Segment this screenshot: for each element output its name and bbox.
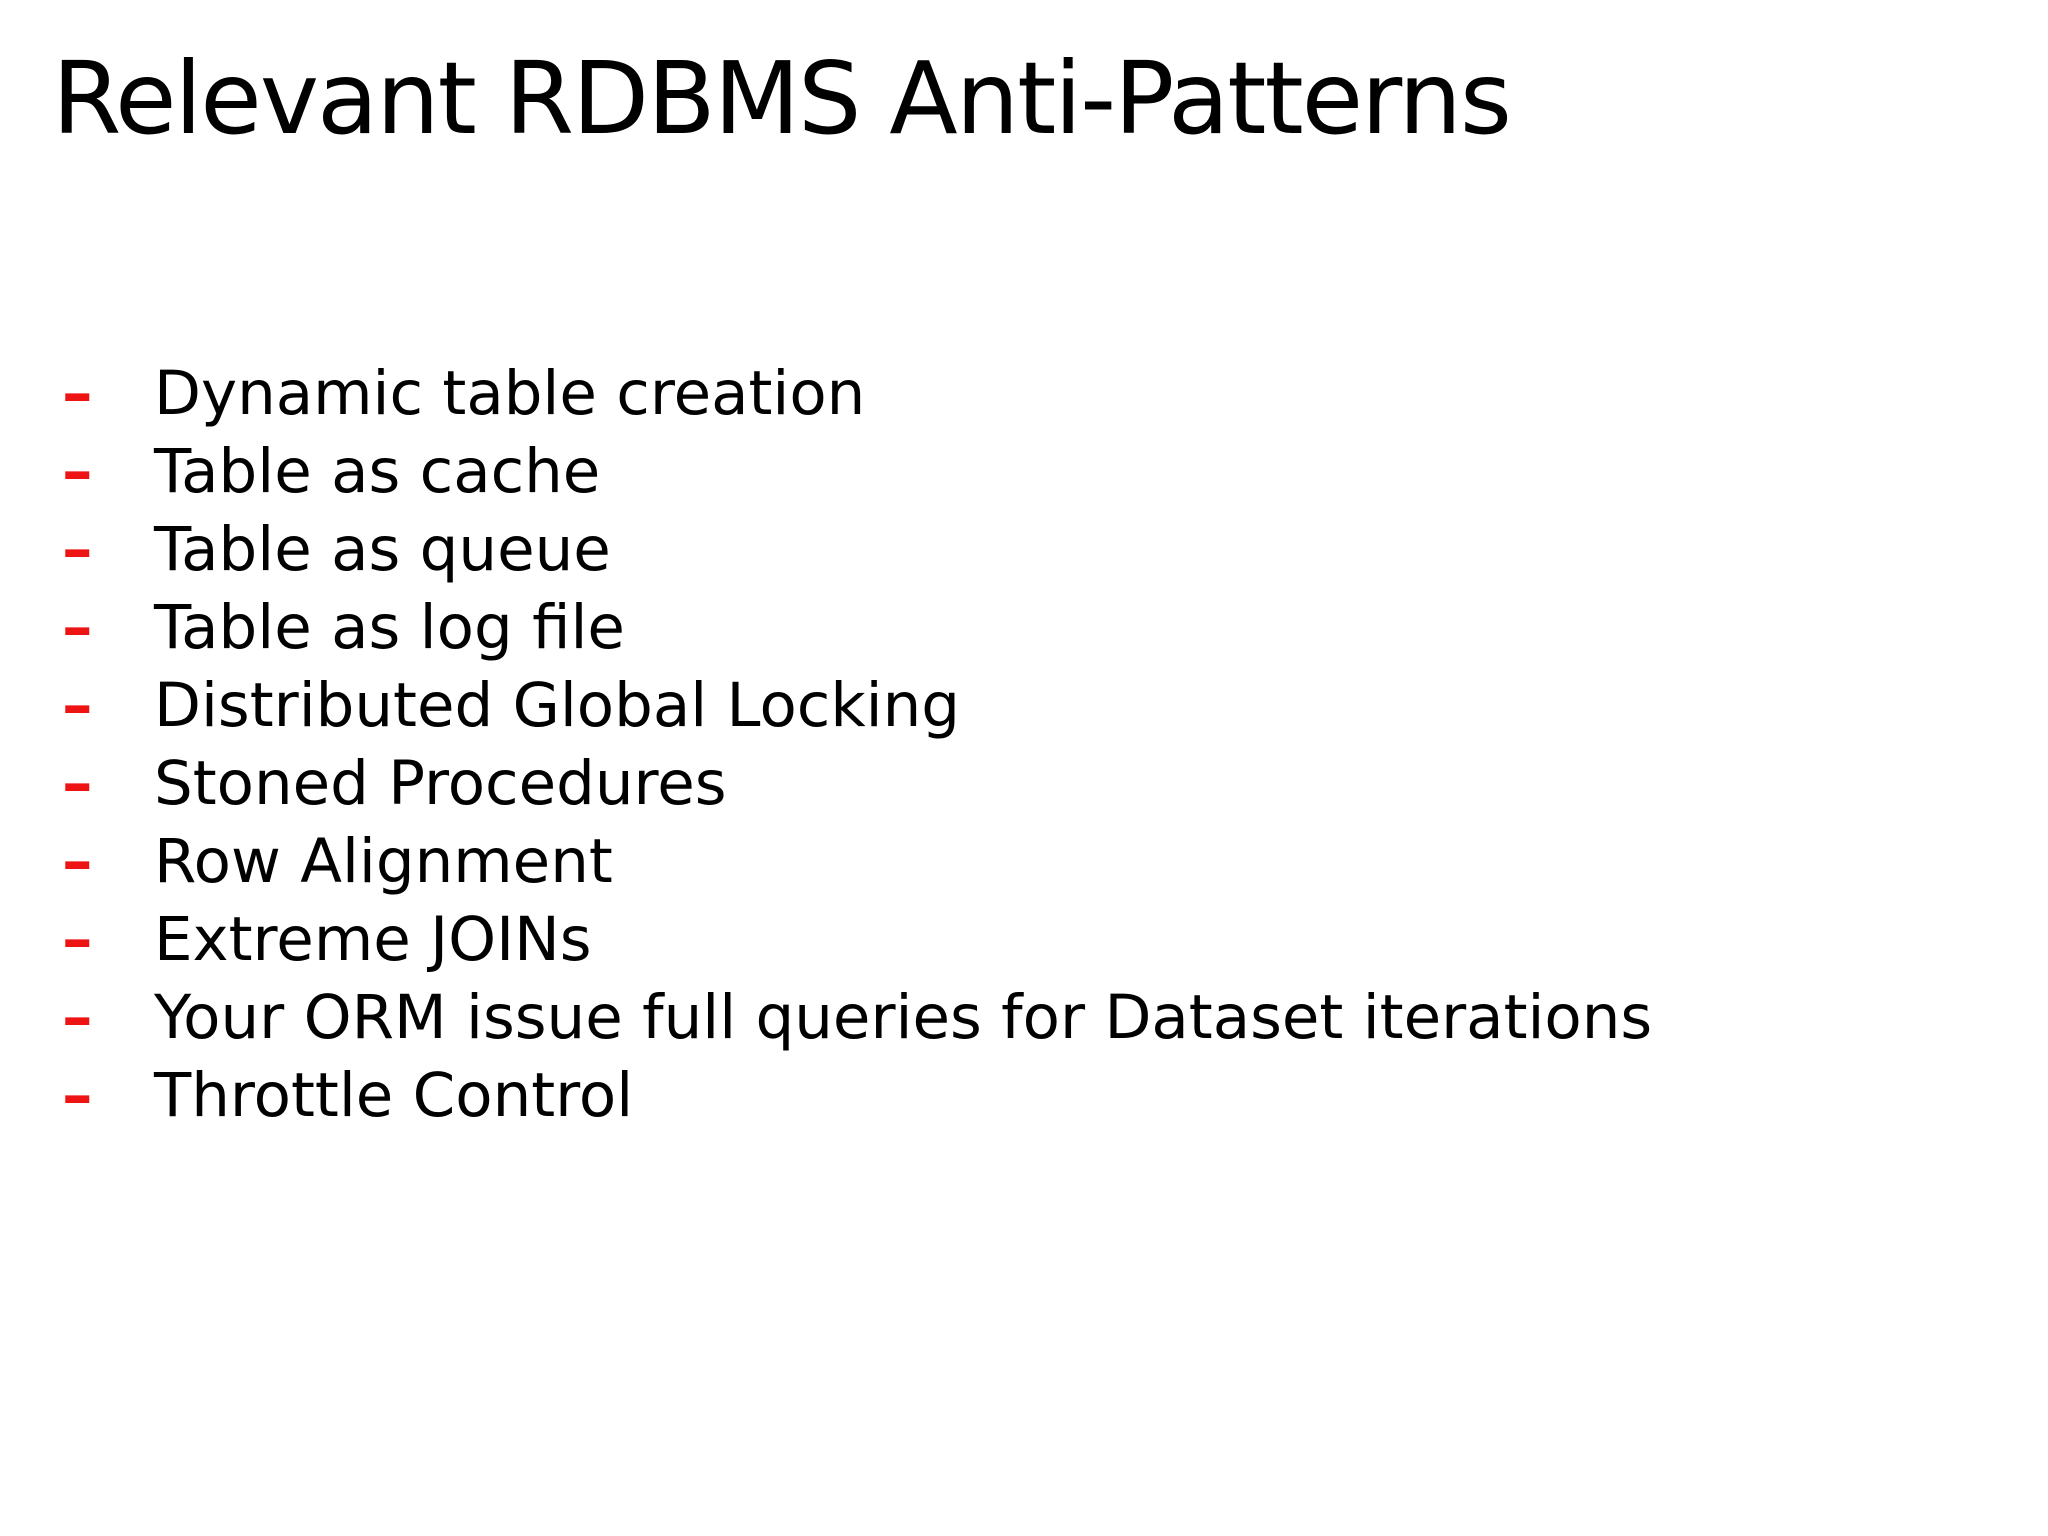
- dash-bullet-icon: –: [62, 514, 93, 585]
- list-item-text: Dynamic table creation: [154, 358, 866, 429]
- list-item: – Distributed Global Locking: [62, 667, 1652, 745]
- dash-bullet-icon: –: [62, 1060, 93, 1131]
- list-item: – Your ORM issue full queries for Datase…: [62, 979, 1652, 1057]
- list-item-text: Distributed Global Locking: [154, 670, 960, 741]
- list-item-text: Table as log file: [154, 592, 625, 663]
- list-item-text: Throttle Control: [154, 1060, 634, 1131]
- anti-patterns-list: – Dynamic table creation – Table as cach…: [62, 355, 1652, 1135]
- list-item-text: Table as cache: [154, 436, 601, 507]
- list-item-text: Your ORM issue full queries for Dataset …: [154, 982, 1653, 1053]
- list-item-text: Table as queue: [154, 514, 611, 585]
- list-item: – Table as cache: [62, 433, 1652, 511]
- list-item-text: Extreme JOINs: [154, 904, 592, 975]
- list-item: – Table as queue: [62, 511, 1652, 589]
- list-item: – Stoned Procedures: [62, 745, 1652, 823]
- dash-bullet-icon: –: [62, 592, 93, 663]
- dash-bullet-icon: –: [62, 748, 93, 819]
- list-item: – Table as log file: [62, 589, 1652, 667]
- dash-bullet-icon: –: [62, 358, 93, 429]
- dash-bullet-icon: –: [62, 436, 93, 507]
- list-item: – Throttle Control: [62, 1057, 1652, 1135]
- dash-bullet-icon: –: [62, 982, 93, 1053]
- list-item: – Row Alignment: [62, 823, 1652, 901]
- list-item-text: Row Alignment: [154, 826, 613, 897]
- dash-bullet-icon: –: [62, 826, 93, 897]
- list-item-text: Stoned Procedures: [154, 748, 727, 819]
- list-item: – Extreme JOINs: [62, 901, 1652, 979]
- list-item: – Dynamic table creation: [62, 355, 1652, 433]
- dash-bullet-icon: –: [62, 670, 93, 741]
- page-title: Relevant RDBMS Anti-Patterns: [52, 40, 1512, 157]
- dash-bullet-icon: –: [62, 904, 93, 975]
